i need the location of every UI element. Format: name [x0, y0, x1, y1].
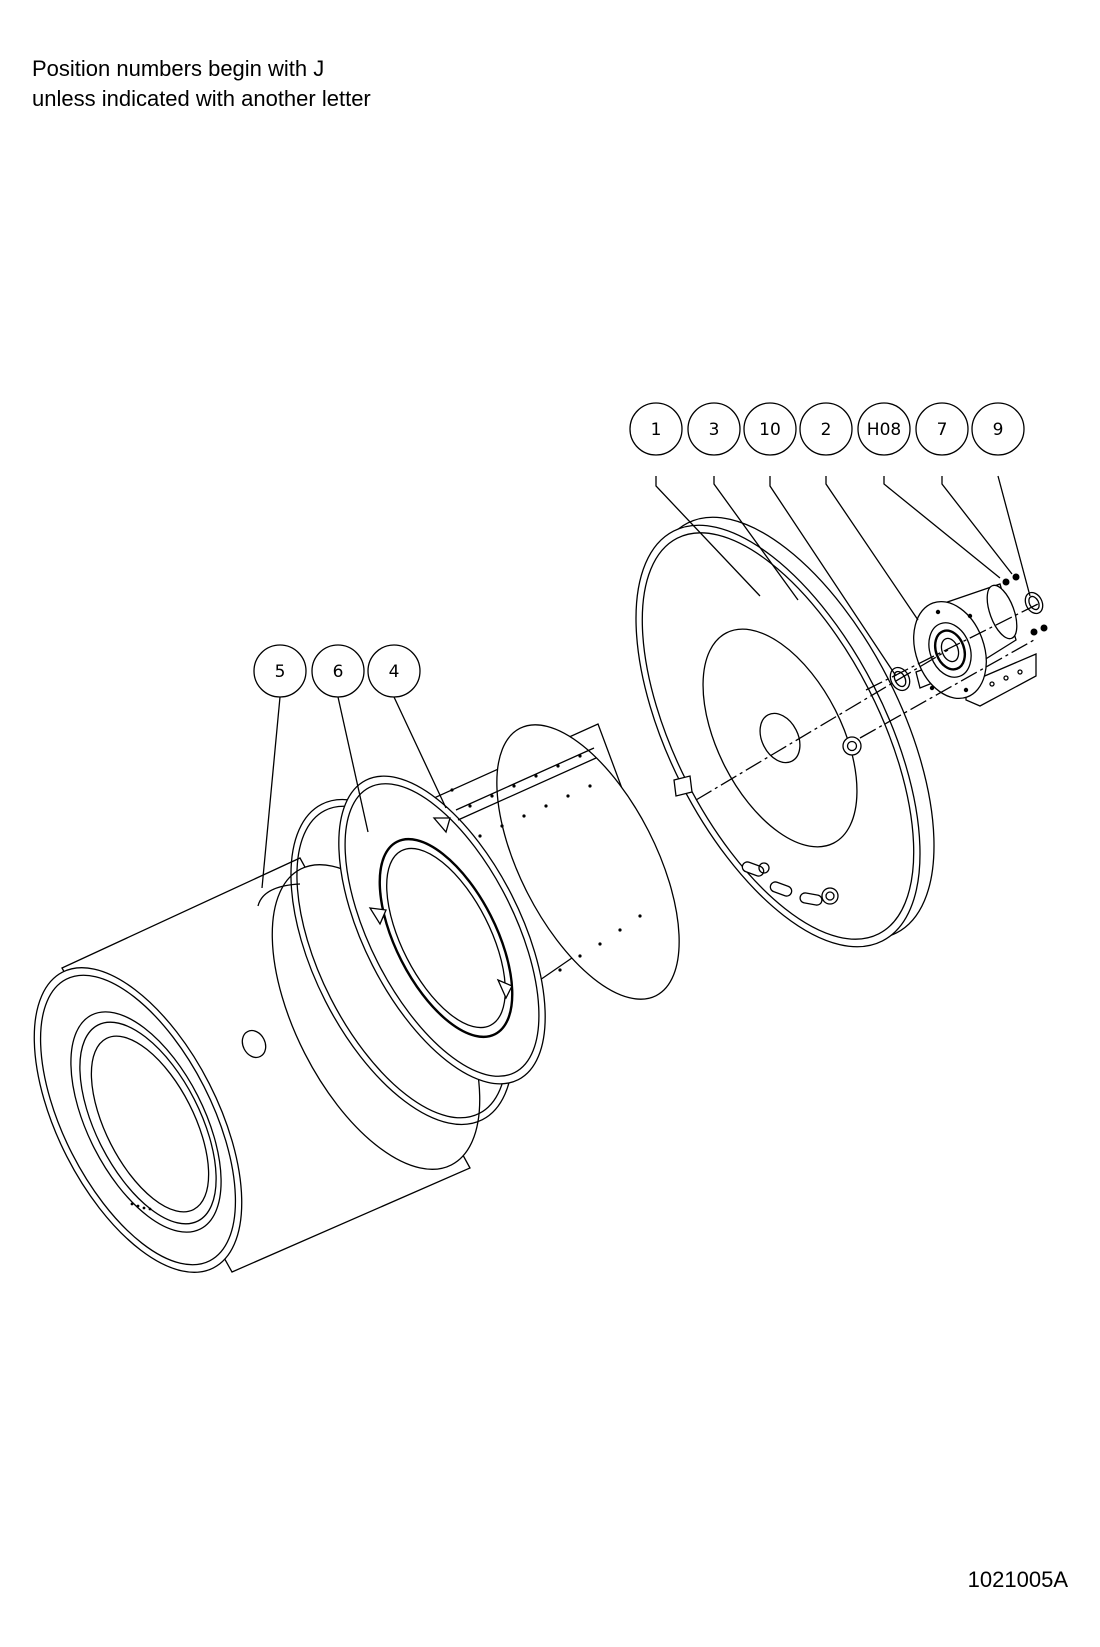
position-note: Position numbers begin with J unless ind… — [32, 54, 371, 114]
part-4-perforated-drum — [338, 723, 680, 1085]
drawing-number: 1021005A — [967, 1567, 1068, 1592]
note-line-2: unless indicated with another letter — [32, 86, 371, 111]
part-1-end-cover — [635, 516, 935, 948]
callout-bubbles: 1 3 10 2 H08 7 9 5 — [253, 402, 1025, 698]
assembly-centerlines — [695, 603, 1039, 801]
drum-perforation-dots — [450, 754, 642, 972]
callout-3: 3 — [687, 402, 741, 456]
callout-7-label: 7 — [937, 420, 948, 440]
callout-1-label: 1 — [651, 420, 662, 440]
callout-2: 2 — [799, 402, 853, 456]
note-line-1: Position numbers begin with J — [32, 56, 325, 81]
callout-6-label: 6 — [333, 662, 344, 682]
callout-5: 5 — [253, 644, 307, 698]
callout-6: 6 — [311, 644, 365, 698]
callout-h08: H08 — [857, 402, 911, 456]
part-2-bearing-housing — [913, 583, 1037, 707]
callout-1: 1 — [629, 402, 683, 456]
callout-10-label: 10 — [759, 420, 781, 440]
callout-2-label: 2 — [821, 420, 832, 440]
part-h08-7-fasteners — [1002, 573, 1048, 636]
callout-9: 9 — [971, 402, 1025, 456]
callout-7: 7 — [915, 402, 969, 456]
part-9-ring — [1024, 591, 1044, 615]
part-5-housing — [33, 857, 481, 1273]
callout-4: 4 — [367, 644, 421, 698]
callout-4-label: 4 — [389, 662, 400, 682]
callout-3-label: 3 — [709, 420, 720, 440]
leader-lines — [261, 475, 1031, 889]
callout-9-label: 9 — [993, 420, 1004, 440]
callout-5-label: 5 — [275, 662, 286, 682]
callout-h08-label: H08 — [867, 420, 901, 440]
housing-rim-dots — [130, 1202, 152, 1211]
callout-10: 10 — [743, 402, 797, 456]
